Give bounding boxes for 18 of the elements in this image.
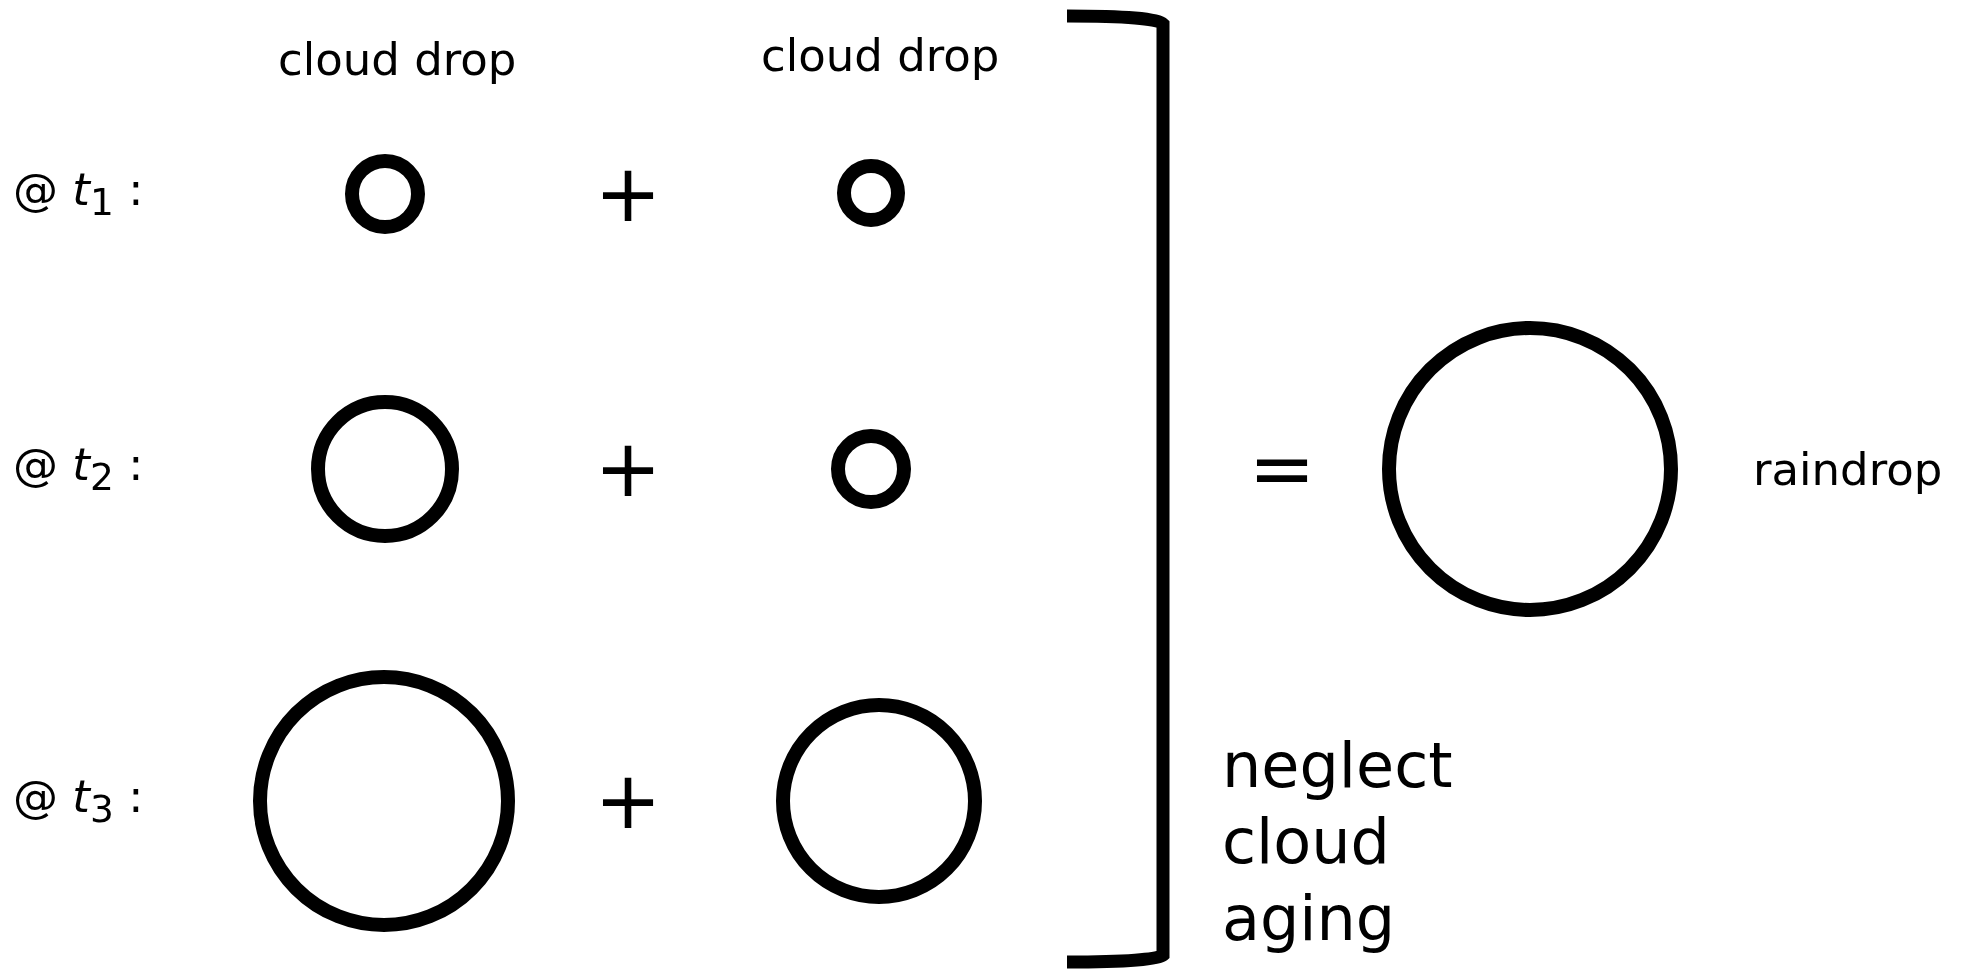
drop-caption: raindrop — [1753, 446, 1943, 492]
time-label: @ t$_{2}$ : — [13, 441, 144, 496]
equals-sign: = — [1248, 429, 1316, 509]
note-text: neglect cloud aging — [1222, 727, 1454, 958]
time-label: @ t$_{1}$ : — [13, 166, 144, 221]
drop-circle — [776, 698, 982, 904]
drop-circle — [345, 154, 425, 234]
time-label: @ t$_{3}$ : — [13, 773, 144, 828]
column-heading: cloud drop — [761, 32, 1000, 78]
drop-circle — [1382, 321, 1678, 617]
drop-circle — [311, 395, 459, 543]
drop-circle — [837, 159, 905, 227]
plus-sign: + — [594, 761, 662, 841]
column-heading: cloud drop — [278, 36, 517, 82]
plus-sign: + — [594, 154, 662, 234]
drop-circle — [253, 670, 515, 932]
plus-sign: + — [594, 429, 662, 509]
drop-circle — [831, 429, 911, 509]
